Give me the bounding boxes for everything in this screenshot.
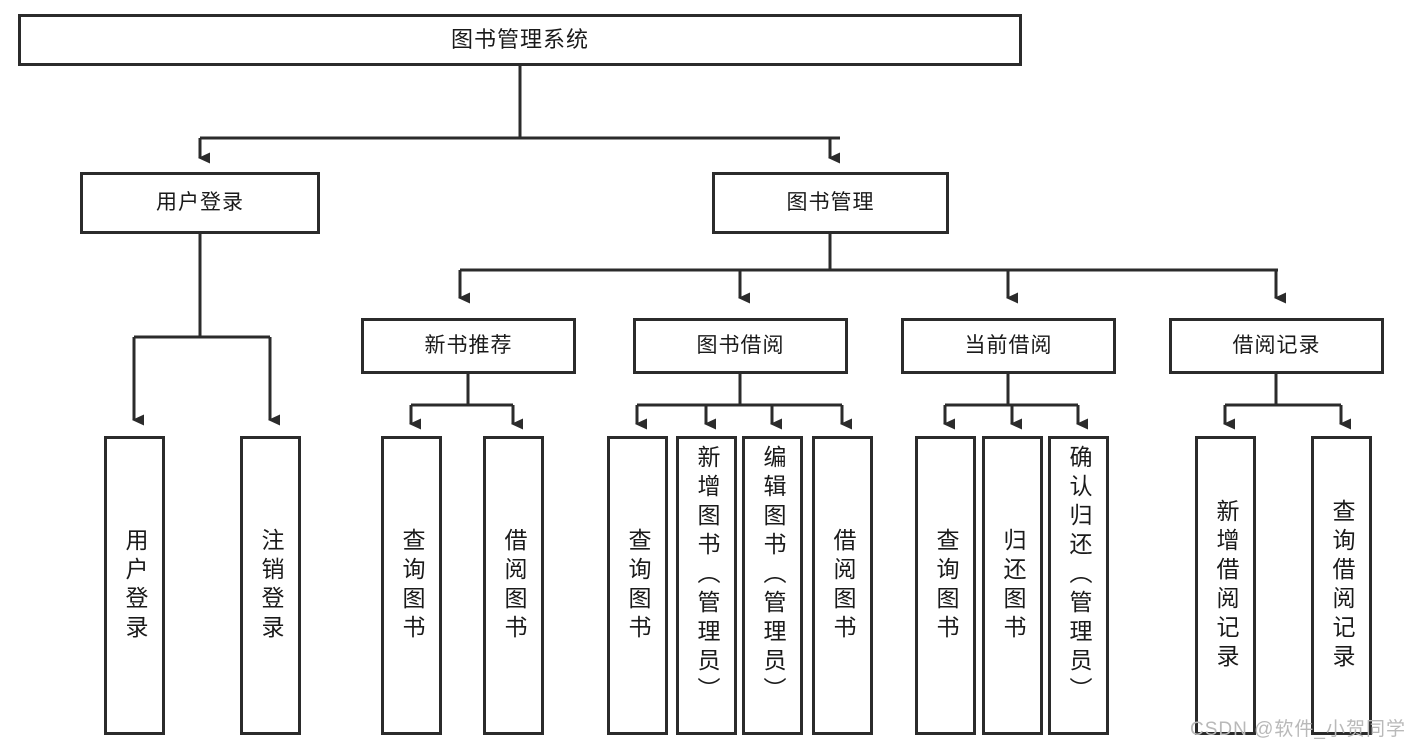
leaf-borrow-book-1[interactable]: 借阅图书 bbox=[483, 436, 544, 735]
node-label: 借阅图书 bbox=[501, 527, 527, 644]
leaf-borrow-book-2[interactable]: 借阅图书 bbox=[812, 436, 873, 735]
node-label: 查询图书 bbox=[933, 527, 959, 644]
node-label: 用户登录 bbox=[156, 190, 244, 214]
node-book-borrow[interactable]: 图书借阅 bbox=[633, 318, 848, 374]
node-root-system[interactable]: 图书管理系统 bbox=[18, 14, 1022, 66]
node-current-borrow[interactable]: 当前借阅 bbox=[901, 318, 1116, 374]
node-label: 新增图书（管理员） bbox=[694, 445, 720, 706]
node-label: 用户登录 bbox=[122, 527, 148, 644]
node-label: 借阅图书 bbox=[830, 527, 856, 644]
node-label: 借阅记录 bbox=[1232, 333, 1321, 357]
node-label: 查询图书 bbox=[625, 527, 651, 644]
node-borrow-record[interactable]: 借阅记录 bbox=[1169, 318, 1384, 374]
leaf-query-book-2[interactable]: 查询图书 bbox=[607, 436, 668, 735]
node-label: 图书管理 bbox=[786, 190, 875, 214]
node-label: 图书管理系统 bbox=[450, 27, 589, 53]
leaf-return-book[interactable]: 归还图书 bbox=[982, 436, 1043, 735]
node-label: 新书推荐 bbox=[424, 333, 513, 357]
leaf-query-record[interactable]: 查询借阅记录 bbox=[1311, 436, 1372, 735]
node-user-login[interactable]: 用户登录 bbox=[80, 172, 320, 234]
node-label: 新增借阅记录 bbox=[1213, 498, 1239, 673]
leaf-logout[interactable]: 注销登录 bbox=[240, 436, 301, 735]
node-new-book-recommend[interactable]: 新书推荐 bbox=[361, 318, 576, 374]
node-label: 注销登录 bbox=[258, 527, 284, 644]
node-book-manage[interactable]: 图书管理 bbox=[712, 172, 949, 234]
leaf-query-book-3[interactable]: 查询图书 bbox=[915, 436, 976, 735]
leaf-add-record[interactable]: 新增借阅记录 bbox=[1195, 436, 1256, 735]
node-label: 确认归还（管理员） bbox=[1066, 445, 1092, 706]
leaf-user-login[interactable]: 用户登录 bbox=[104, 436, 165, 735]
leaf-add-book[interactable]: 新增图书（管理员） bbox=[676, 436, 737, 735]
node-label: 图书借阅 bbox=[696, 333, 785, 357]
leaf-query-book-1[interactable]: 查询图书 bbox=[381, 436, 442, 735]
watermark: CSDN @软件_小贺同学 bbox=[1190, 719, 1405, 740]
node-label: 当前借阅 bbox=[964, 333, 1053, 357]
node-label: 查询借阅记录 bbox=[1329, 498, 1355, 673]
node-label: 归还图书 bbox=[1000, 527, 1026, 644]
leaf-edit-book[interactable]: 编辑图书（管理员） bbox=[742, 436, 803, 735]
node-label: 查询图书 bbox=[399, 527, 425, 644]
leaf-confirm-return[interactable]: 确认归还（管理员） bbox=[1048, 436, 1109, 735]
node-label: 编辑图书（管理员） bbox=[760, 445, 786, 706]
